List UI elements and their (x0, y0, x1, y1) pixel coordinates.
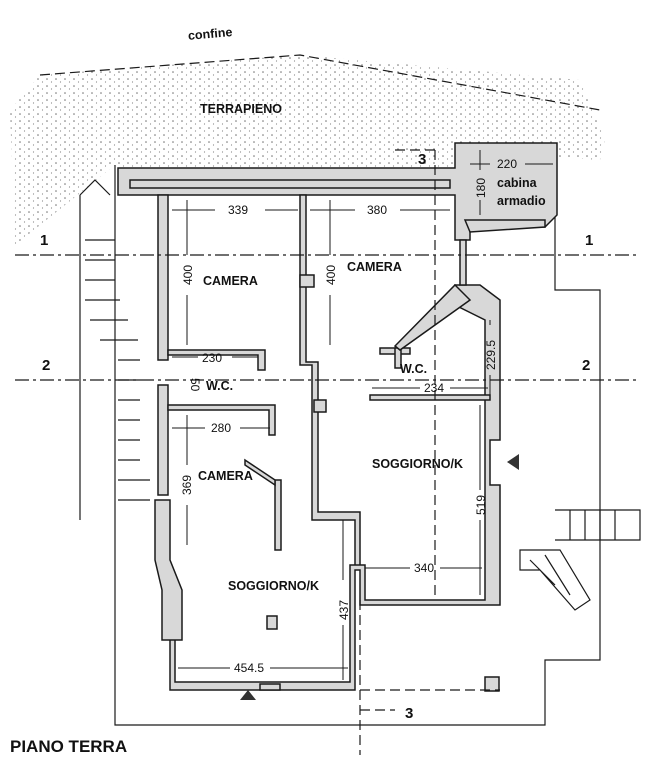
entry-arrow-icon (507, 454, 519, 470)
dimension-380: 380 (367, 203, 387, 217)
dimension-229-5: 229.5 (484, 340, 498, 370)
site-outline (114, 150, 601, 726)
room-label-cabina: cabina (497, 176, 538, 190)
dimension-230: 230 (202, 351, 222, 365)
dimension-50: 50 (188, 378, 202, 392)
dimension-340: 340 (414, 561, 434, 575)
stair-right (519, 509, 641, 611)
plan-title: PIANO TERRA (10, 737, 127, 756)
dimension-lines (172, 150, 553, 680)
section-marker-2-right: 2 (582, 357, 590, 374)
section-marker-1-left: 1 (40, 232, 48, 249)
room-label-armadio: armadio (497, 194, 546, 208)
room-label-soggiorno: SOGGIORNO/K (228, 579, 319, 593)
room-label-wc: W.C. (400, 362, 427, 376)
section-marker-3-bottom: 3 (405, 705, 413, 722)
room-label-camera: CAMERA (198, 469, 253, 483)
dimension-220: 220 (497, 157, 517, 171)
dimension-339: 339 (228, 203, 248, 217)
dimension-437: 437 (337, 600, 351, 620)
section-marker-2-left: 2 (42, 357, 50, 374)
dimension-234: 234 (424, 381, 444, 395)
section-lines (15, 149, 640, 755)
section-marker-1-right: 1 (585, 232, 593, 249)
dimension-180: 180 (474, 178, 488, 198)
dimension-400-right: 400 (324, 265, 338, 285)
walls (117, 142, 558, 700)
room-label-soggiorno: SOGGIORNO/K (372, 457, 463, 471)
terrapieno-area (10, 55, 605, 245)
entry-arrow-icon (240, 690, 256, 700)
fill-label: TERRAPIENO (200, 102, 282, 116)
dimension-454-5: 454.5 (234, 661, 264, 675)
dimension-280: 280 (211, 421, 231, 435)
dimension-369: 369 (180, 475, 194, 495)
room-label-wc: W.C. (206, 379, 233, 393)
section-marker-3-top: 3 (418, 151, 426, 168)
stair-left (79, 179, 150, 520)
room-label-camera: CAMERA (203, 274, 258, 288)
room-label-camera: CAMERA (347, 260, 402, 274)
dimension-400-left: 400 (181, 265, 195, 285)
dimension-519: 519 (474, 495, 488, 515)
boundary-label: confine (187, 25, 233, 43)
boundary-line (39, 54, 601, 111)
